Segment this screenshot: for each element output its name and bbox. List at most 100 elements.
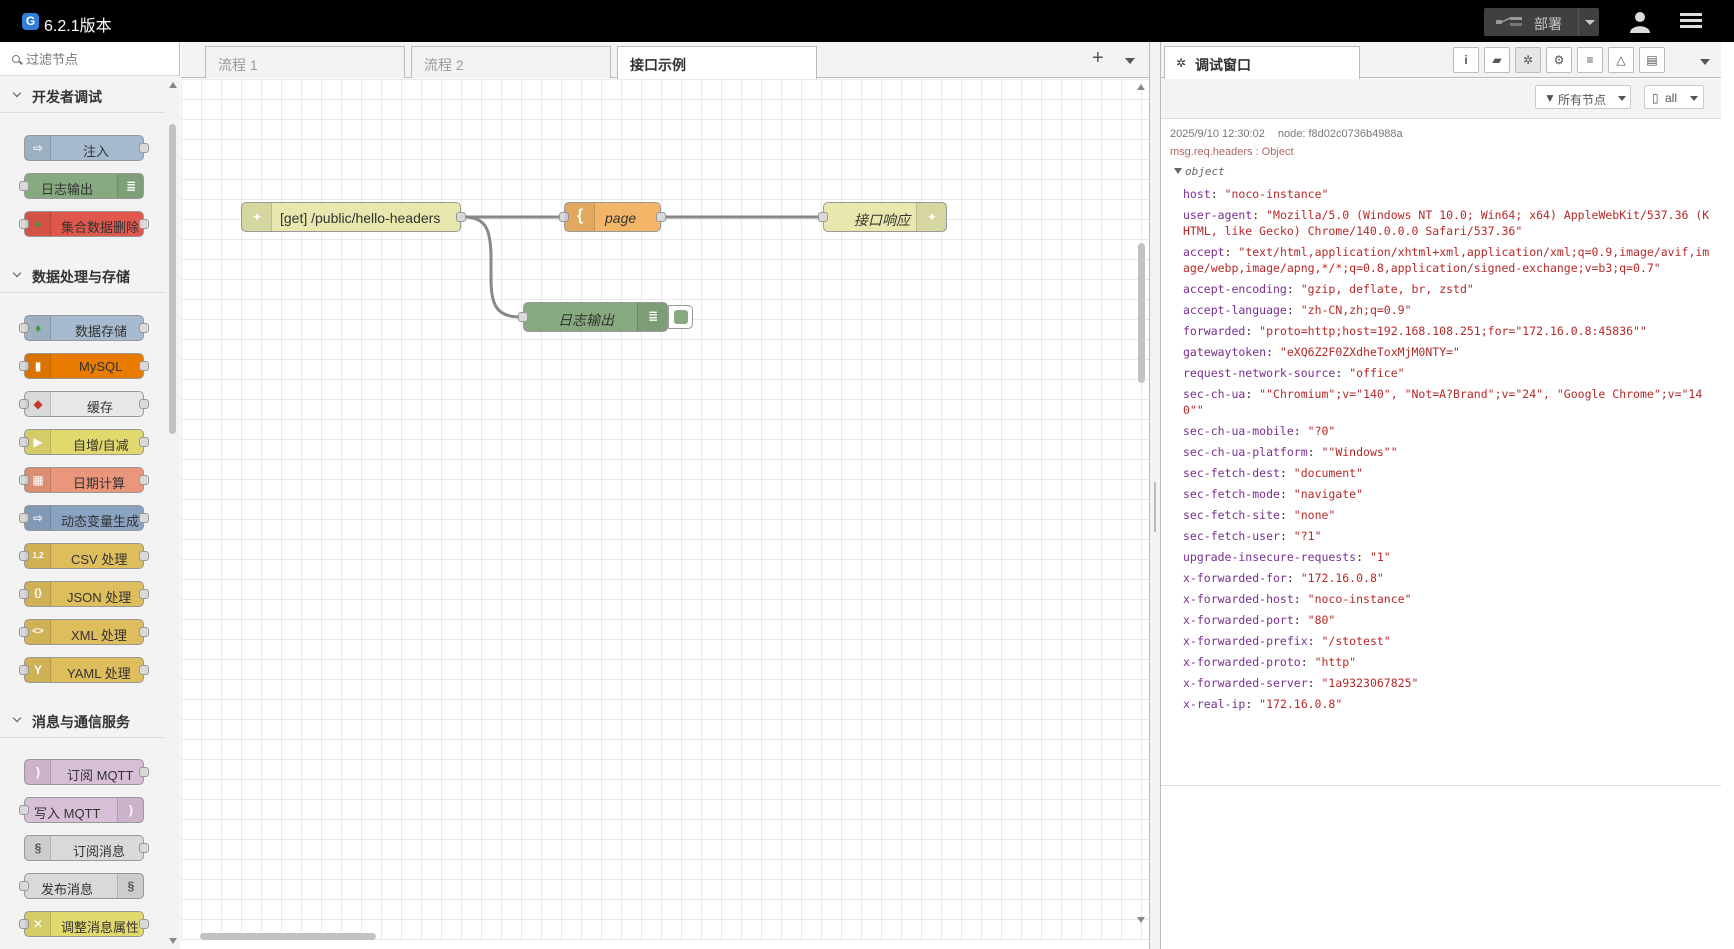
palette-node-inject[interactable]: ⇨ 注入 bbox=[24, 135, 149, 161]
scroll-up-icon[interactable] bbox=[169, 82, 177, 88]
workspace-horizontal-scrollbar[interactable] bbox=[181, 929, 1133, 941]
category-data-processing[interactable]: 数据处理与存储 bbox=[0, 257, 165, 293]
sidebar-menu-icon[interactable] bbox=[1700, 59, 1710, 65]
workspace-vertical-scrollbar[interactable] bbox=[1133, 79, 1149, 929]
tab-menu-icon[interactable] bbox=[1125, 58, 1135, 64]
output-port[interactable] bbox=[139, 361, 149, 371]
scroll-down-icon[interactable] bbox=[169, 938, 177, 944]
deploy-button[interactable]: 部署 bbox=[1484, 8, 1599, 36]
tab-api-example[interactable]: 接口示例 bbox=[617, 46, 817, 79]
palette-node-publish[interactable]: 发布消息 § bbox=[19, 873, 144, 899]
palette-scroll-thumb[interactable] bbox=[169, 124, 176, 434]
palette-node-json[interactable]: {} JSON 处理 bbox=[19, 581, 149, 607]
input-port[interactable] bbox=[19, 361, 29, 371]
input-port[interactable] bbox=[19, 589, 29, 599]
input-port[interactable] bbox=[19, 665, 29, 675]
palette-node-mqtt-in[interactable]: ) 订阅 MQTT bbox=[24, 759, 149, 785]
output-port[interactable] bbox=[139, 843, 149, 853]
category-messaging[interactable]: 消息与通信服务 bbox=[0, 702, 165, 738]
property-value: "none" bbox=[1293, 508, 1336, 522]
input-port[interactable] bbox=[19, 437, 29, 447]
palette-scrollbar[interactable] bbox=[166, 76, 180, 949]
input-port[interactable] bbox=[19, 551, 29, 561]
input-port[interactable] bbox=[19, 805, 29, 815]
database-icon[interactable]: ≡ bbox=[1577, 47, 1603, 73]
workspace-canvas[interactable]: ✦ [get] /public/hello-headers { page 接口响… bbox=[181, 79, 1149, 941]
output-port[interactable] bbox=[139, 143, 149, 153]
output-port[interactable] bbox=[139, 627, 149, 637]
document-icon[interactable]: ▤ bbox=[1639, 47, 1665, 73]
flow-node-http-in[interactable]: ✦ [get] /public/hello-headers bbox=[241, 202, 466, 232]
debug-toggle-button[interactable] bbox=[668, 305, 693, 329]
deploy-menu-button[interactable] bbox=[1578, 8, 1599, 36]
palette-node-mqtt-out[interactable]: 写入 MQTT ) bbox=[19, 797, 144, 823]
tab-flow-2[interactable]: 流程 2 bbox=[411, 46, 611, 78]
input-port[interactable] bbox=[19, 475, 29, 485]
bug-icon[interactable]: ✲ bbox=[1515, 47, 1541, 73]
output-port[interactable] bbox=[139, 589, 149, 599]
flow-node-http-response[interactable]: 接口响应 ✦ bbox=[818, 202, 947, 232]
input-port[interactable] bbox=[19, 181, 29, 191]
palette-node-csv[interactable]: 1,2 CSV 处理 bbox=[19, 543, 149, 569]
add-tab-icon[interactable]: + bbox=[1092, 47, 1104, 69]
output-port[interactable] bbox=[139, 399, 149, 409]
palette-node-mysql[interactable]: ▮ MySQL bbox=[19, 353, 149, 379]
filter-nodes-button[interactable]: ▼ 所有节点 bbox=[1535, 85, 1631, 109]
flow-node-template[interactable]: { page bbox=[559, 202, 666, 232]
palette-node-yaml[interactable]: Y YAML 处理 bbox=[19, 657, 149, 683]
input-port[interactable] bbox=[19, 881, 29, 891]
gear-icon[interactable]: ⚙ bbox=[1546, 47, 1572, 73]
message-node[interactable]: node: f8d02c0736b4988a bbox=[1277, 128, 1403, 140]
input-port[interactable] bbox=[19, 919, 29, 929]
palette-node-collection-delete[interactable]: ♦ 集合数据删除 bbox=[19, 211, 149, 237]
palette-node-change[interactable]: ✕ 调整消息属性 bbox=[19, 911, 149, 937]
tab-debug[interactable]: ✲ 调试窗口 bbox=[1164, 46, 1360, 79]
message-properties: host: "noco-instance"user-agent: "Mozill… bbox=[1183, 186, 1713, 717]
output-port[interactable] bbox=[456, 212, 466, 222]
output-port[interactable] bbox=[656, 212, 666, 222]
palette-node-debug[interactable]: 日志输出 ≣ bbox=[19, 173, 144, 199]
tab-flow-1[interactable]: 流程 1 bbox=[205, 46, 405, 78]
output-port[interactable] bbox=[139, 219, 149, 229]
flow-node-debug[interactable]: 日志输出 ≣ bbox=[518, 302, 668, 332]
category-developer-debug[interactable]: 开发者调试 bbox=[0, 77, 165, 113]
input-port[interactable] bbox=[19, 219, 29, 229]
workspace-vertical-thumb[interactable] bbox=[1138, 243, 1145, 383]
drag-handle[interactable] bbox=[1154, 482, 1156, 532]
palette-search bbox=[0, 42, 179, 76]
input-port[interactable] bbox=[19, 627, 29, 637]
input-port[interactable] bbox=[559, 212, 569, 222]
output-port[interactable] bbox=[139, 919, 149, 929]
output-port[interactable] bbox=[139, 767, 149, 777]
sidebar-separator[interactable] bbox=[1149, 42, 1161, 949]
book-icon[interactable]: ▰ bbox=[1484, 47, 1510, 73]
user-icon[interactable] bbox=[1628, 11, 1652, 33]
input-port[interactable] bbox=[19, 323, 29, 333]
clear-messages-button[interactable]: ▯ all bbox=[1644, 85, 1704, 109]
flask-icon[interactable]: △ bbox=[1608, 47, 1634, 73]
input-port[interactable] bbox=[518, 312, 528, 322]
input-port[interactable] bbox=[818, 212, 828, 222]
scroll-up-icon[interactable] bbox=[1137, 84, 1145, 90]
input-port[interactable] bbox=[19, 513, 29, 523]
palette-node-increment[interactable]: ▶ 自增/自减 bbox=[19, 429, 149, 455]
output-port[interactable] bbox=[139, 437, 149, 447]
output-port[interactable] bbox=[139, 323, 149, 333]
output-port[interactable] bbox=[139, 551, 149, 561]
input-port[interactable] bbox=[19, 399, 29, 409]
palette-node-cache[interactable]: ◆ 缓存 bbox=[19, 391, 149, 417]
palette-node-dynamic-variable[interactable]: ⇨ 动态变量生成 bbox=[19, 505, 149, 531]
workspace-horizontal-thumb[interactable] bbox=[200, 933, 376, 940]
main-menu-icon[interactable] bbox=[1680, 13, 1702, 29]
palette-search-input[interactable] bbox=[26, 49, 166, 69]
output-port[interactable] bbox=[139, 665, 149, 675]
info-icon[interactable]: i bbox=[1453, 47, 1479, 73]
palette-node-date-calc[interactable]: ▦ 日期计算 bbox=[19, 467, 149, 493]
palette-node-subscribe[interactable]: § 订阅消息 bbox=[24, 835, 149, 861]
palette-node-xml[interactable]: <> XML 处理 bbox=[19, 619, 149, 645]
object-toggle[interactable]: object bbox=[1174, 165, 1225, 178]
output-port[interactable] bbox=[139, 513, 149, 523]
palette-node-data-storage[interactable]: ♦ 数据存储 bbox=[19, 315, 149, 341]
output-port[interactable] bbox=[139, 475, 149, 485]
scroll-down-icon[interactable] bbox=[1137, 917, 1145, 923]
